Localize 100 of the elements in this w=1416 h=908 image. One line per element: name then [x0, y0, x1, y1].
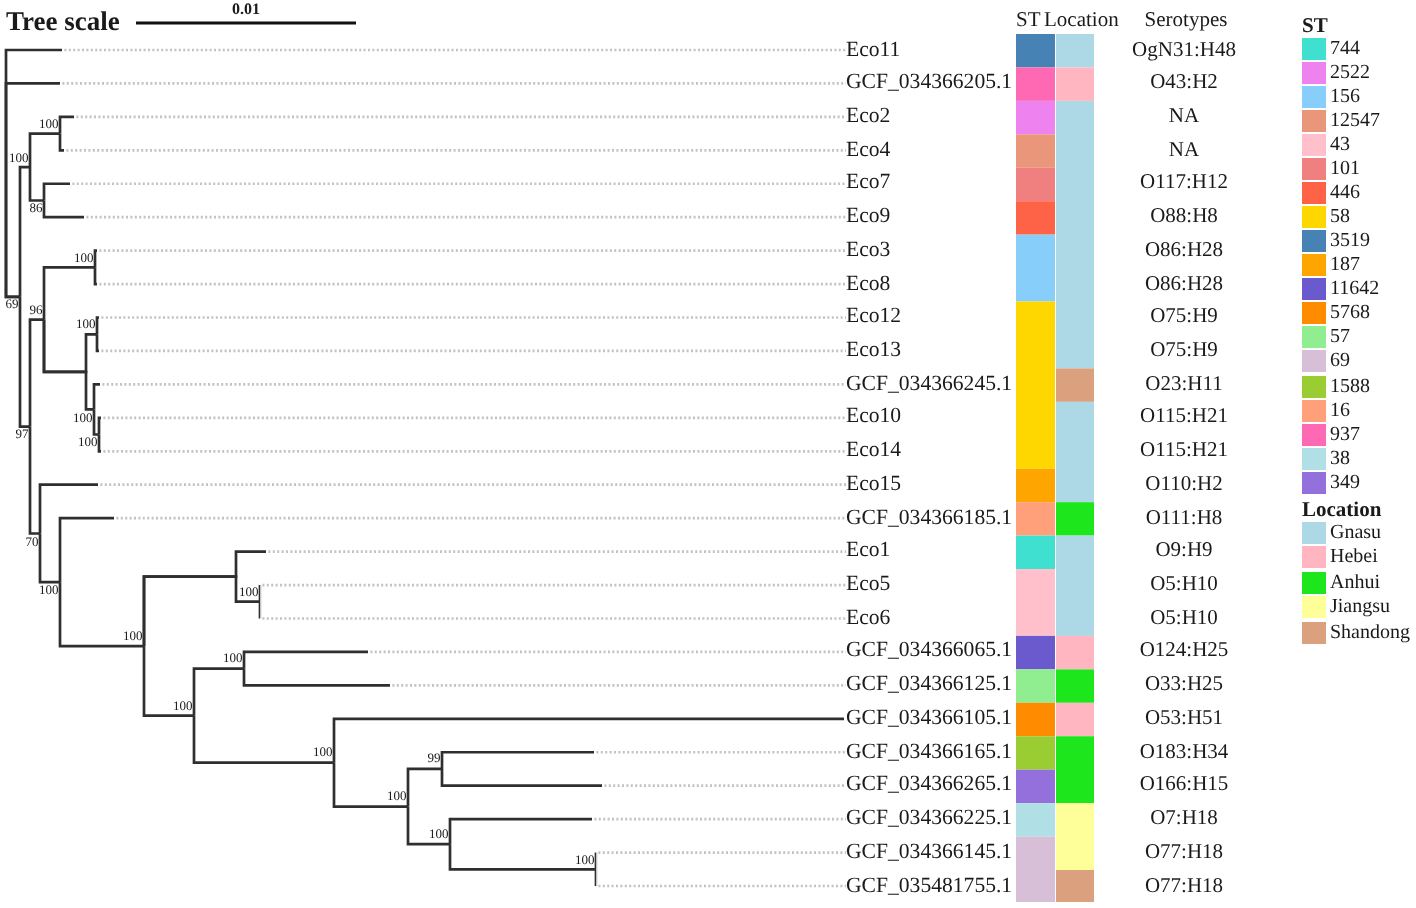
legend-label: 1588: [1330, 375, 1370, 398]
taxon-label: GCF_034366205.1: [846, 70, 1013, 97]
taxon-label: GCF_034366185.1: [846, 505, 1013, 532]
legend-title: ST: [1302, 17, 1328, 37]
serotype-label: O115:H21: [1140, 438, 1228, 465]
taxon-label: GCF_034366065.1: [846, 638, 1013, 665]
tree-branch: [28, 426, 40, 535]
taxon-label: Eco6: [846, 605, 891, 632]
legend-label: 38: [1330, 447, 1350, 470]
column-header: Serotypes: [1144, 12, 1228, 32]
taxon-label: Eco11: [846, 37, 901, 63]
serotype-label: O183:H34: [1139, 739, 1229, 766]
tree-branch: [93, 267, 846, 286]
serotype-label: O166:H15: [1139, 772, 1229, 799]
tree-branch: [406, 767, 442, 807]
tree-branch: [192, 667, 244, 716]
tree-branch: [92, 383, 846, 410]
serotype-label: O86:H28: [1144, 237, 1224, 264]
taxon-label: GCF_035481755.1: [846, 873, 1013, 899]
legend-label: Jiangsu: [1330, 596, 1390, 619]
tree-branch: [448, 817, 846, 845]
taxon-label: GCF_034366165.1: [846, 739, 1013, 766]
serotype-label: O5:H10: [1150, 605, 1218, 632]
tree-branch: [42, 265, 95, 320]
legend-label: Anhui: [1330, 571, 1380, 594]
serotype-label: O43:H2: [1150, 70, 1218, 97]
legend-label: Hebei: [1330, 546, 1378, 569]
taxon-label: GCF_034366105.1: [846, 705, 1013, 732]
scale-value: 0.01: [232, 0, 260, 18]
tree-branch: [192, 715, 334, 765]
serotype-label: O117:H12: [1140, 170, 1228, 197]
serotype-label: O86:H28: [1144, 271, 1224, 298]
tree-branch: [258, 601, 846, 620]
taxon-label: Eco3: [846, 237, 891, 264]
tree-branch: [258, 583, 846, 602]
tree-branch: [594, 851, 846, 870]
legend-label: 446: [1330, 182, 1360, 205]
serotype-label: NA: [1168, 103, 1200, 130]
tree-branch: [95, 316, 846, 335]
taxon-label: Eco13: [846, 337, 902, 364]
column-header: Location: [1044, 12, 1119, 32]
tree-branch: [332, 717, 846, 763]
serotype-label: OgN31:H48: [1132, 37, 1236, 63]
taxon-label: Eco8: [846, 271, 891, 298]
legend-label: 57: [1330, 326, 1350, 349]
legend-label: Shandong: [1330, 621, 1410, 644]
serotype-label: O75:H9: [1150, 304, 1218, 331]
serotype-label: NA: [1168, 137, 1200, 164]
serotype-label: O111:H8: [1145, 505, 1223, 532]
serotype-label: O88:H8: [1150, 204, 1218, 231]
tree-branch: [97, 416, 846, 435]
legend-label: 187: [1330, 254, 1360, 277]
serotype-label: O9:H9: [1155, 538, 1213, 565]
tree-branch: [242, 668, 846, 687]
tree-branch: [58, 115, 846, 134]
taxon-label: Eco15: [846, 471, 902, 498]
serotype-label: O7:H18: [1150, 806, 1218, 833]
taxon-label: Eco2: [846, 103, 891, 130]
legend-label: 12547: [1330, 109, 1380, 132]
serotype-label: O5:H10: [1150, 572, 1218, 599]
tree-branch: [28, 318, 44, 427]
taxon-label: GCF_034366145.1: [846, 839, 1013, 866]
tree-branch: [242, 650, 846, 669]
serotype-label: O77:H18: [1144, 873, 1224, 899]
tree-branch: [95, 334, 846, 353]
tree-branch: [42, 319, 94, 411]
tree-branch: [142, 575, 260, 647]
tree-branch: [93, 249, 846, 268]
legend-label: 16: [1330, 399, 1350, 422]
taxon-label: Eco7: [846, 170, 891, 197]
tree-branch: [97, 434, 846, 453]
taxon-label: GCF_034366225.1: [846, 806, 1013, 833]
legend-label: 937: [1330, 423, 1360, 446]
column-header: ST: [1016, 12, 1041, 32]
tree-branch: [448, 844, 596, 871]
tree-branch: [18, 165, 30, 297]
legend-label: 2522: [1330, 61, 1370, 84]
taxon-label: Eco4: [846, 137, 891, 164]
taxon-label: Eco14: [846, 438, 902, 465]
legend-label: 349: [1330, 471, 1360, 494]
tree-branch: [92, 409, 99, 436]
taxon-label: Eco1: [846, 538, 891, 565]
taxon-label: GCF_034366125.1: [846, 672, 1013, 699]
legend-label: 744: [1330, 37, 1360, 60]
serotype-label: O110:H2: [1145, 471, 1223, 498]
serotype-label: O53:H51: [1144, 705, 1224, 732]
serotype-label: O75:H9: [1150, 337, 1218, 364]
serotype-label: O77:H18: [1144, 839, 1224, 866]
serotype-label: O23:H11: [1145, 371, 1223, 398]
tree-branch: [42, 182, 846, 201]
tree-branch: [440, 750, 846, 769]
tree-branch: [28, 132, 60, 168]
tree-branch: [38, 533, 60, 584]
legend-label: 69: [1330, 350, 1350, 373]
legend-label: 5768: [1330, 302, 1370, 325]
tree-branch: [406, 806, 450, 846]
taxon-label: Eco10: [846, 404, 902, 431]
tree-branch: [42, 200, 846, 219]
taxon-label: GCF_034366265.1: [846, 772, 1013, 799]
legend-label: 43: [1330, 133, 1350, 156]
